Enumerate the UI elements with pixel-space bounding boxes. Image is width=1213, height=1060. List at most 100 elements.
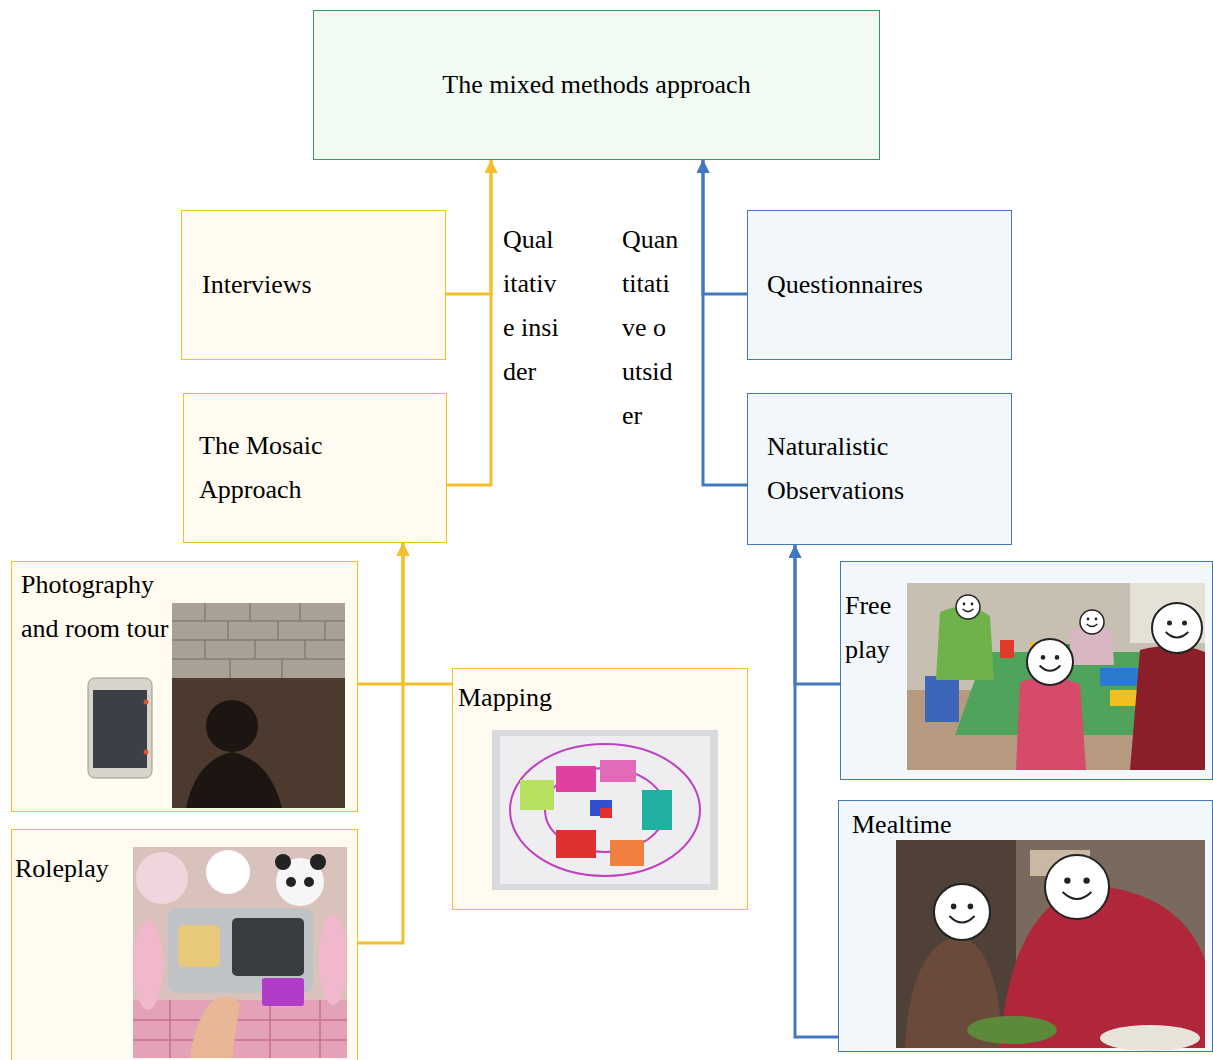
method-box: The Mosaic Approach — [183, 393, 447, 543]
node-text: Interviews — [202, 263, 312, 307]
connector-arrow — [358, 543, 403, 943]
node-fill — [840, 561, 1213, 780]
node-fill — [11, 561, 358, 812]
technique-box: Free play — [840, 561, 1213, 780]
panda-eye — [304, 877, 314, 887]
roleplay-photo — [133, 847, 347, 1058]
mealtime-photo — [896, 840, 1205, 1051]
toy-food — [178, 925, 220, 967]
face-eye — [971, 603, 974, 606]
chair — [925, 676, 959, 722]
face-smile — [949, 916, 974, 923]
main-box: The mixed methods approach — [313, 10, 880, 160]
method-box: Questionnaires — [747, 210, 1012, 360]
face-eye — [1041, 655, 1046, 660]
node-text: Naturalistic Observations — [767, 425, 967, 513]
branch-label: Qualitative insider — [503, 218, 560, 394]
node-fill — [747, 210, 1012, 360]
blanket — [133, 1000, 347, 1058]
face-eye — [1064, 877, 1070, 883]
phone-photo — [88, 678, 152, 778]
connector-arrow — [447, 160, 491, 485]
map-note — [642, 790, 672, 830]
brick-lines — [172, 603, 345, 678]
map-note — [600, 760, 636, 782]
branch-label: Quantitative outsider — [622, 218, 679, 438]
free-play-photo — [907, 583, 1205, 770]
method-box: Naturalistic Observations — [747, 393, 1012, 545]
face-mask — [1152, 603, 1202, 653]
panda-ear — [275, 854, 291, 870]
face-smile — [1166, 632, 1189, 638]
toy-block — [262, 978, 304, 1006]
map-note — [520, 780, 554, 810]
node-text: Roleplay — [15, 847, 109, 891]
node-text: The Mosaic Approach — [199, 424, 389, 512]
node-text: Free play — [845, 584, 907, 672]
technique-box: Mealtime — [838, 800, 1213, 1052]
node-text: Mealtime — [852, 803, 952, 847]
shadow-body — [186, 752, 282, 808]
photo-ground — [133, 847, 347, 1058]
child — [1016, 677, 1086, 770]
connector-arrow — [403, 543, 452, 684]
wall — [907, 583, 1205, 770]
face-eye — [1055, 655, 1060, 660]
map-note — [556, 830, 596, 858]
phone-screen — [93, 690, 147, 768]
technique-box: Photography and room tour — [11, 561, 358, 812]
child — [1130, 645, 1205, 770]
face-eye — [1095, 618, 1098, 621]
face-circle — [956, 595, 980, 619]
face-circle — [1045, 855, 1109, 919]
face-eye — [951, 904, 957, 910]
toy-block — [1000, 640, 1014, 658]
blanket-check — [133, 1000, 347, 1058]
node-fill — [183, 393, 447, 543]
node-text: The mixed methods approach — [442, 63, 750, 107]
photo-ground — [172, 603, 345, 808]
face-mask — [1045, 855, 1109, 919]
face-smile — [963, 609, 974, 612]
face-mask — [934, 884, 990, 940]
room-photo — [172, 603, 345, 808]
outer-ring — [510, 744, 700, 876]
face-mask — [956, 595, 980, 619]
face-eye — [1167, 621, 1172, 626]
face-smile — [1063, 892, 1092, 899]
node-fill — [452, 668, 748, 910]
face-mask — [1027, 639, 1073, 685]
face-eye — [1182, 621, 1187, 626]
face-eye — [1083, 877, 1089, 883]
face-eye — [968, 904, 974, 910]
node-text: Photography and room tour — [21, 563, 171, 651]
connector-arrow — [446, 160, 491, 294]
brick-wall — [172, 603, 345, 678]
face-mask — [1080, 610, 1104, 634]
face-circle — [1152, 603, 1202, 653]
face-eye — [1087, 618, 1090, 621]
face-circle — [934, 884, 990, 940]
connector-arrow — [358, 543, 403, 684]
technique-box: Mapping — [452, 668, 748, 910]
node-fill — [11, 829, 358, 1060]
photo-ground — [492, 730, 718, 890]
connector-arrow — [795, 545, 838, 1037]
face-smile — [1040, 666, 1061, 671]
doll — [133, 920, 163, 1010]
plush-toy — [136, 852, 188, 904]
method-box: Interviews — [181, 210, 446, 360]
map-note — [600, 808, 612, 818]
toy-block — [1110, 690, 1138, 706]
cutlery — [232, 918, 304, 976]
technique-box: Roleplay — [11, 829, 358, 1060]
panda-ear — [310, 854, 326, 870]
map-note — [610, 840, 644, 866]
node-fill — [181, 210, 446, 360]
face-eye — [963, 603, 966, 606]
node-text: Questionnaires — [767, 263, 923, 307]
paper — [500, 736, 710, 884]
face-circle — [1027, 639, 1073, 685]
node-fill — [747, 393, 1012, 545]
